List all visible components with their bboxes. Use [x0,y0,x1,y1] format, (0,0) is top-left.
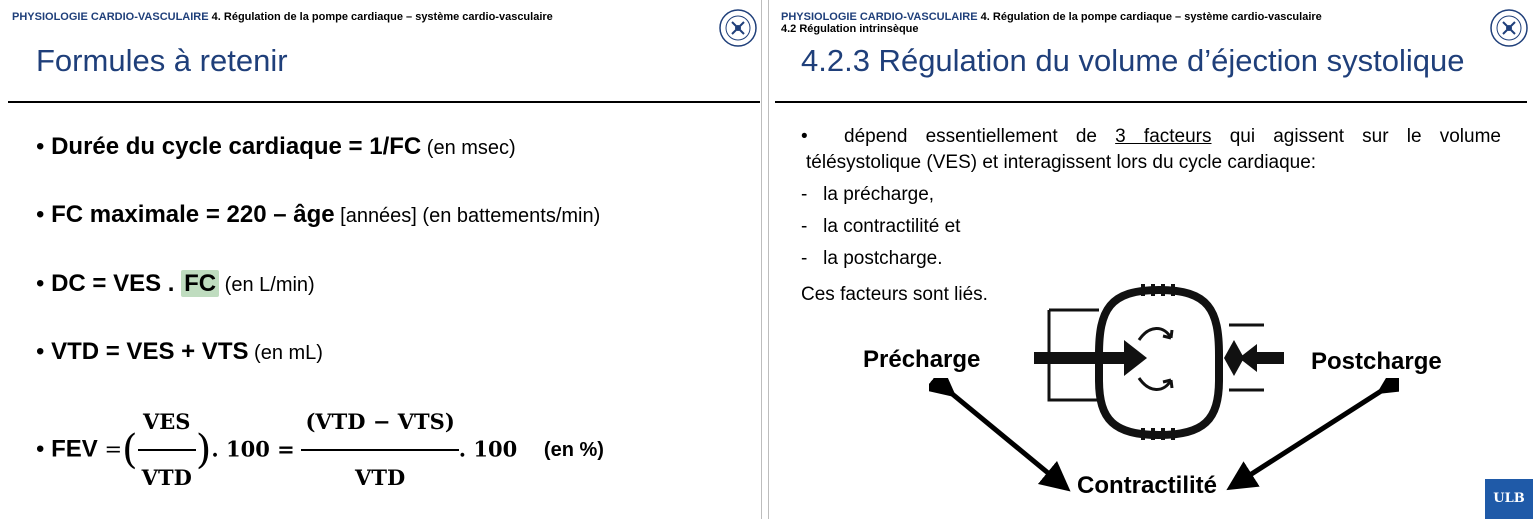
paren-open: ( [122,427,138,473]
fraction-numerator: (VTD − VTS) [301,396,459,451]
paren-close: ) [195,427,212,473]
bullet-dot: • [36,270,52,297]
intro-text-cont: qui agissent sur le volume [1211,126,1501,147]
unit-note: (en msec) [421,137,516,159]
page-title: Formules à retenir [36,43,288,78]
fraction-denominator: VTD [141,465,192,490]
title-divider [8,101,760,103]
title-divider [775,101,1527,103]
bullet-end-diastolic-volume: • VTD = VES + VTS (en mL) [36,337,323,368]
list-item: - la précharge, [801,182,934,208]
slide-header: PHYSIOLOGIE CARDIO-VASCULAIRE 4. Régulat… [12,11,553,23]
bullet-ejection-fraction: • FEV =(VES VTD). 100 = (VTD − VTS) VTD . 1… [36,396,604,504]
highlighted-term: FC [181,270,220,297]
formula-text: DC = VES . [51,270,182,297]
section-name: 4. Régulation de la pompe cardiaque – sy… [977,11,1322,23]
fraction-ves-vtd: VES VTD [137,396,196,504]
page-title: 4.2.3 Régulation du volume d’éjection sy… [801,43,1465,78]
bullet-dot: • [801,126,845,147]
slide-right: PHYSIOLOGIE CARDIO-VASCULAIRE 4. Régulat… [768,0,1533,519]
fraction-numerator: VES [137,396,196,451]
intro-text: dépend essentiellement de [844,126,1116,147]
section-name: 4. Régulation de la pompe cardiaque – sy… [208,11,553,23]
formula-text: Durée du cycle cardiaque = 1/FC [51,133,422,160]
unit-note: (en %) [543,439,604,462]
afterload-label: Postcharge [1311,348,1442,375]
multiplier-text: . 100 = [211,436,295,462]
bullet-dot: • [36,435,52,463]
bullet-dot: • [36,133,52,160]
unit-note: [années] (en battements/min) [334,205,601,227]
university-seal-icon [719,9,757,47]
list-item-text: la précharge, [823,184,935,205]
bullet-cycle-duration: • Durée du cycle cardiaque = 1/FC (en ms… [36,132,516,163]
slide-header: PHYSIOLOGIE CARDIO-VASCULAIRE 4. Régulat… [781,11,1322,35]
afterload-contractility-arrow [1226,378,1399,491]
multiplier-text: . 100 [458,436,518,462]
course-name: PHYSIOLOGIE CARDIO-VASCULAIRE [12,11,209,23]
list-item: - la postcharge. [801,246,943,272]
subsection-name: 4.2 Régulation intrinsèque [781,23,919,35]
course-name: PHYSIOLOGIE CARDIO-VASCULAIRE [781,11,978,23]
unit-note: (en L/min) [219,274,315,296]
list-item-text: la postcharge. [823,248,943,269]
slide-left: PHYSIOLOGIE CARDIO-VASCULAIRE 4. Régulat… [0,0,762,519]
relationship-arrows [929,378,1399,492]
formula-label: FEV [51,435,98,463]
formula-text: VTD = VES + VTS [51,338,249,365]
unit-note: (en mL) [248,342,323,364]
preload-label: Précharge [863,346,981,373]
underlined-term: 3 facteurs [1115,126,1212,147]
list-item-text: la contractilité et [823,216,961,237]
bullet-dot: • [36,201,52,228]
dash: - [801,216,824,237]
list-item: - la contractilité et [801,214,960,240]
fraction-vtd-vts: (VTD − VTS) VTD [301,396,459,504]
formula-text: FC maximale = 220 – âge [51,201,335,228]
intro-line-1: • dépend essentiellement de 3 facteurs q… [801,124,1501,150]
ulb-logo: ULB [1485,479,1533,519]
university-seal-icon [1490,9,1528,47]
preload-contractility-arrow [929,378,1071,492]
dash: - [801,184,824,205]
bullet-dot: • [36,338,52,365]
bullet-cardiac-output: • DC = VES . FC (en L/min) [36,269,315,300]
contractility-label: Contractilité [1077,472,1218,499]
equals-sign: = [104,437,123,462]
dash: - [801,248,824,269]
bullet-max-heart-rate: • FC maximale = 220 – âge [années] (en b… [36,200,600,231]
fraction-denominator: VTD [355,465,406,490]
intro-line-2: télésystolique (VES) et interagissent lo… [806,152,1317,173]
conclusion-text: Ces facteurs sont liés. [801,284,988,305]
